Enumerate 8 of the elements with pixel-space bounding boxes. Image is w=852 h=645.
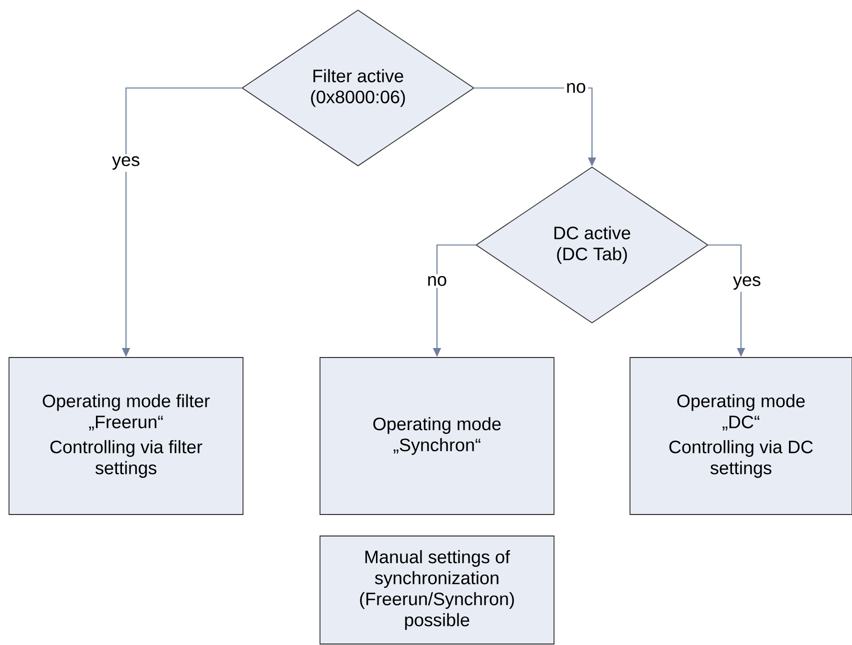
edge-label: yes	[110, 154, 142, 172]
process-box: Operating mode „Synchron“	[320, 357, 554, 515]
edge-label: no	[425, 274, 450, 288]
edge-label: no	[564, 81, 588, 95]
process-box: Manual settings of synchronization (Freerun/Synchron) possible	[320, 536, 554, 644]
process-box: Operating mode filter „Freerun“ Controlling via filter settings	[8, 357, 244, 515]
edge-label: yes	[731, 274, 763, 292]
process-box: Operating mode „DC“ Controlling via DC settings	[630, 357, 852, 515]
